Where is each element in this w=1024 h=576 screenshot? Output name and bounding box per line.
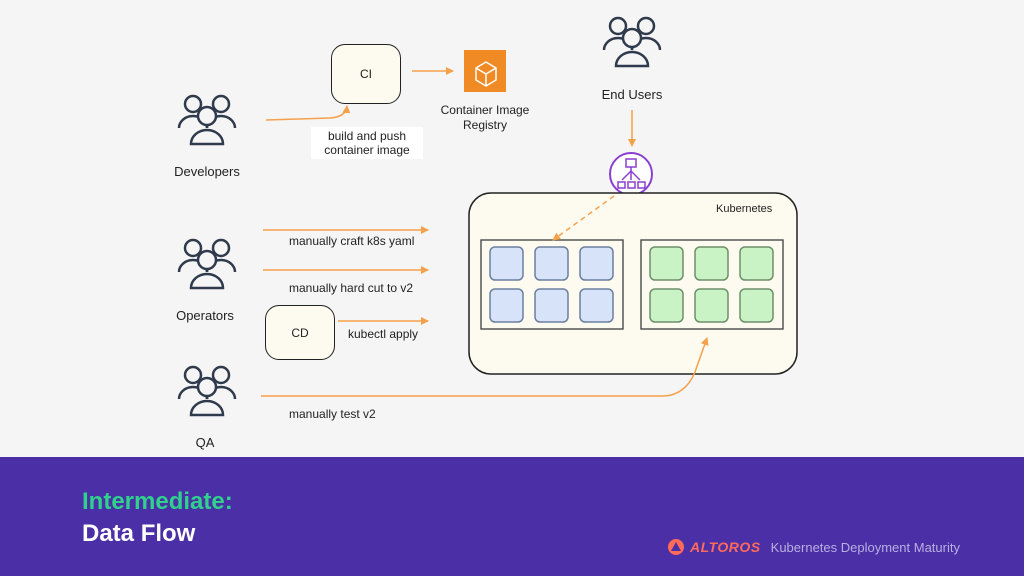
kubernetes-label: Kubernetes [716, 203, 773, 215]
slide-title-line2: Data Flow [82, 520, 196, 547]
pod-v2 [694, 288, 729, 323]
altoros-logo-icon [668, 539, 684, 555]
developers-label: Developers [174, 164, 240, 179]
footer-bar [0, 457, 1024, 576]
arrow-developers-to-ci [265, 105, 351, 121]
hard-cut-label: manually hard cut to v2 [289, 281, 414, 295]
diagram-canvas [177, 16, 798, 417]
operators-label: Operators [176, 308, 234, 323]
registry-label: Container Image Registry [440, 103, 530, 132]
pod-group-v2 [640, 239, 784, 330]
pod-v2 [649, 246, 684, 281]
build-push-label: build and push container image [311, 127, 423, 159]
craft-yaml-label: manually craft k8s yaml [289, 234, 415, 248]
ci-label: CI [360, 67, 372, 81]
container-registry-icon [464, 50, 506, 92]
kubectl-apply-label: kubectl apply [348, 327, 419, 341]
pod-v2 [739, 246, 774, 281]
qa-label: QA [195, 435, 215, 450]
pod-v1 [489, 246, 524, 281]
qa-people-icon [177, 365, 237, 417]
end-users-people-icon [602, 16, 662, 68]
brand-name: ALTOROS [690, 539, 761, 555]
ci-node: CI [331, 44, 401, 104]
brand: ALTOROS Kubernetes Deployment Maturity [666, 538, 960, 556]
cd-node: CD [265, 305, 335, 360]
test-v2-label: manually test v2 [289, 407, 376, 421]
pod-group-v1 [480, 239, 624, 330]
developers-people-icon [177, 94, 237, 146]
deck-subtitle: Kubernetes Deployment Maturity [770, 539, 960, 555]
blue-pods [489, 246, 614, 323]
arrow-lb-to-pods [552, 195, 615, 241]
pod-v1 [534, 246, 569, 281]
pod-v2 [649, 288, 684, 323]
pod-v1 [579, 288, 614, 323]
pod-v1 [534, 288, 569, 323]
load-balancer-icon [609, 152, 653, 196]
pod-v2 [694, 246, 729, 281]
pod-v1 [579, 246, 614, 281]
kubernetes-cluster-box [468, 192, 798, 375]
arrow-qa-test [261, 337, 709, 397]
operators-people-icon [177, 238, 237, 290]
cd-label: CD [291, 325, 309, 340]
end-users-label: End Users [601, 87, 663, 102]
pod-v1 [489, 288, 524, 323]
slide-title-line1: Intermediate: [82, 488, 233, 515]
green-pods [649, 246, 774, 323]
pod-v2 [739, 288, 774, 323]
data-flow-diagram: CI CD Container Image Registry Kubernete… [174, 16, 798, 450]
